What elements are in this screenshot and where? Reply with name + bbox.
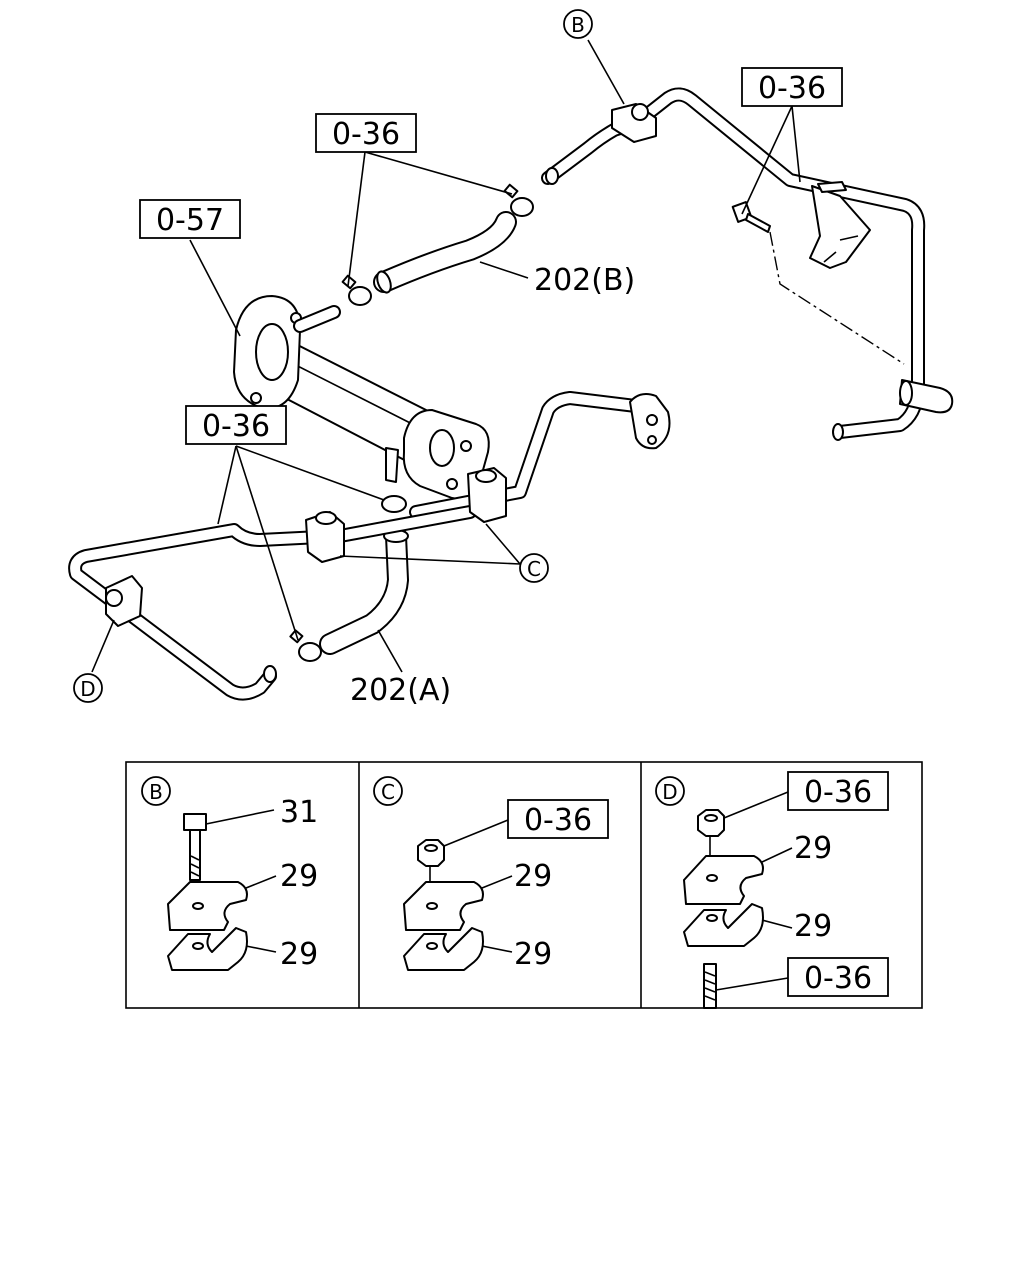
- hose-202b: [373, 211, 517, 294]
- callout-0-36-left: 0-36: [185, 405, 287, 445]
- egr-cooler: [233, 295, 490, 500]
- label-hose-202b: 202(B): [534, 263, 635, 298]
- marker-d: D: [73, 673, 103, 703]
- panel-d-marker: D: [662, 780, 677, 804]
- marker-c: C: [519, 553, 549, 583]
- marker-b-label: B: [571, 13, 585, 37]
- right-pipe-clamp: [899, 379, 954, 414]
- detail-panel-b: B 31 29 29: [141, 776, 318, 972]
- callout-0-36-right: 0-36: [741, 67, 843, 107]
- detail-panels: B 31 29 29 C: [125, 761, 923, 1009]
- panel-c-marker: C: [381, 780, 395, 804]
- callout-label: 0-36: [202, 409, 270, 444]
- callout-label: 0-36: [758, 71, 826, 106]
- callout-label: 0-36: [332, 117, 400, 152]
- callout-0-36-top: 0-36: [315, 113, 417, 153]
- bracket-bolt: [731, 201, 771, 233]
- marker-b: B: [563, 9, 593, 39]
- lower-left-pipe: [68, 505, 477, 701]
- panel-d-clamp-upper-label: 29: [794, 831, 832, 866]
- lower-right-pipe: [409, 391, 671, 519]
- panel-d-clamp-lower-label: 29: [794, 909, 832, 944]
- label-hose-202a: 202(A): [350, 673, 451, 708]
- marker-c-label: C: [527, 557, 541, 581]
- callout-label: 0-57: [156, 203, 224, 238]
- marker-d-label: D: [80, 677, 95, 701]
- pipe-bracket: [809, 181, 871, 269]
- upper-water-pipe: [633, 87, 926, 441]
- panel-b-clamp-lower-label: 29: [280, 937, 318, 972]
- clamp-b: [611, 103, 657, 143]
- panel-b-marker: B: [149, 780, 163, 804]
- detail-panel-c: C 0-36 29 29: [373, 776, 609, 972]
- main-assembly: 0-36 0-36 0-57 0-36 202(B) 202(A) B C D: [68, 9, 954, 708]
- panel-c-nut-label: 0-36: [524, 803, 592, 838]
- detail-panel-d: D 0-36 29 29 0-36: [655, 771, 889, 1009]
- hose-clamps-a: [289, 495, 407, 662]
- panel-d-nut-label: 0-36: [804, 775, 872, 810]
- panel-c-clamp-upper-label: 29: [514, 859, 552, 894]
- panel-c-clamp-lower-label: 29: [514, 937, 552, 972]
- panel-b-bolt-label: 31: [280, 795, 318, 830]
- clamps-c: [305, 467, 507, 563]
- callout-0-57: 0-57: [139, 199, 241, 239]
- hose-clamps-b: [341, 183, 534, 306]
- panel-b-clamp-upper-label: 29: [280, 859, 318, 894]
- leader-lines: [91, 39, 905, 673]
- clamp-d: [105, 575, 143, 627]
- panel-d-stud-label: 0-36: [804, 961, 872, 996]
